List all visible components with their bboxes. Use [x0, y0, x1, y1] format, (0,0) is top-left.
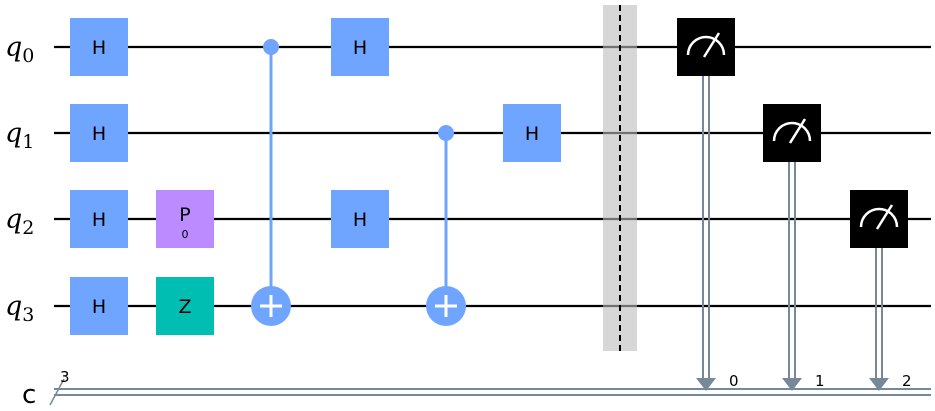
clbit-index-label: 1: [815, 372, 825, 390]
gate-label: Z: [178, 296, 191, 318]
gate-box: [156, 190, 214, 248]
qubit-label-letter: q: [5, 118, 22, 149]
gate-label: H: [92, 296, 106, 318]
measure-box: [677, 18, 735, 76]
classical-register-size: 3: [60, 368, 70, 386]
gate-box: [503, 104, 561, 162]
classical-register-label: c: [22, 380, 36, 410]
meter-icon-arc: [859, 207, 899, 228]
gate-label: H: [92, 123, 106, 145]
gate-box: [70, 104, 128, 162]
cnot-cx-0-3: [251, 39, 291, 326]
cnot-cx-1-3: [426, 125, 466, 326]
register-slash: [49, 378, 65, 406]
meter-icon-arc: [772, 121, 812, 142]
gate-label: H: [353, 37, 367, 59]
qubit-label-2: q2: [5, 204, 34, 239]
meter-icon-needle: [875, 204, 894, 230]
qubit-label-3: q3: [5, 291, 34, 326]
measure-arrow: [696, 378, 716, 391]
measure-q0: 0: [677, 18, 739, 391]
measure-box: [763, 104, 821, 162]
gate-box: [156, 277, 214, 335]
measure-arrow: [782, 378, 802, 391]
gate-h-q3-1: H: [70, 277, 128, 335]
qubit-label-index: 0: [22, 45, 34, 67]
gate-p-q2: P0: [156, 190, 214, 248]
gate-h-q2-2: H: [331, 190, 389, 248]
qubit-label-1: q1: [5, 118, 34, 153]
qubit-label-letter: q: [5, 204, 22, 235]
gate-label: H: [525, 123, 539, 145]
clbit-index-label: 0: [729, 372, 739, 390]
gate-box: [331, 190, 389, 248]
meter-icon-needle: [788, 118, 807, 144]
cnot-control-dot: [263, 39, 279, 55]
gate-h-q2-1: H: [70, 190, 128, 248]
qubit-label-letter: q: [5, 32, 22, 63]
measure-q2: 2: [850, 190, 912, 391]
qubit-label-index: 3: [22, 304, 34, 326]
measure-box: [850, 190, 908, 248]
gate-box: [70, 190, 128, 248]
gate-label: H: [92, 209, 106, 231]
gate-label: P: [179, 204, 190, 226]
gate-box: [70, 18, 128, 76]
gate-label: H: [92, 37, 106, 59]
gate-label: H: [353, 209, 367, 231]
gate-param: 0: [182, 228, 189, 241]
meter-icon-arc: [686, 35, 726, 56]
gate-h-q0-2: H: [331, 18, 389, 76]
qubit-label-index: 2: [22, 217, 34, 239]
qubit-label-0: q0: [5, 32, 34, 67]
barrier-layer: [603, 5, 637, 351]
clbit-index-label: 2: [902, 372, 912, 390]
gate-h-q1-2: H: [503, 104, 561, 162]
qubit-label-letter: q: [5, 291, 22, 322]
gate-box: [70, 277, 128, 335]
measure-arrow: [869, 378, 889, 391]
gate-box: [331, 18, 389, 76]
meter-icon-needle: [702, 32, 721, 58]
gate-h-q0-1: H: [70, 18, 128, 76]
qubit-label-index: 1: [22, 131, 34, 153]
gate-h-q1-1: H: [70, 104, 128, 162]
measure-q1: 1: [763, 104, 825, 391]
gate-z-q3: Z: [156, 277, 214, 335]
cnot-control-dot: [438, 125, 454, 141]
